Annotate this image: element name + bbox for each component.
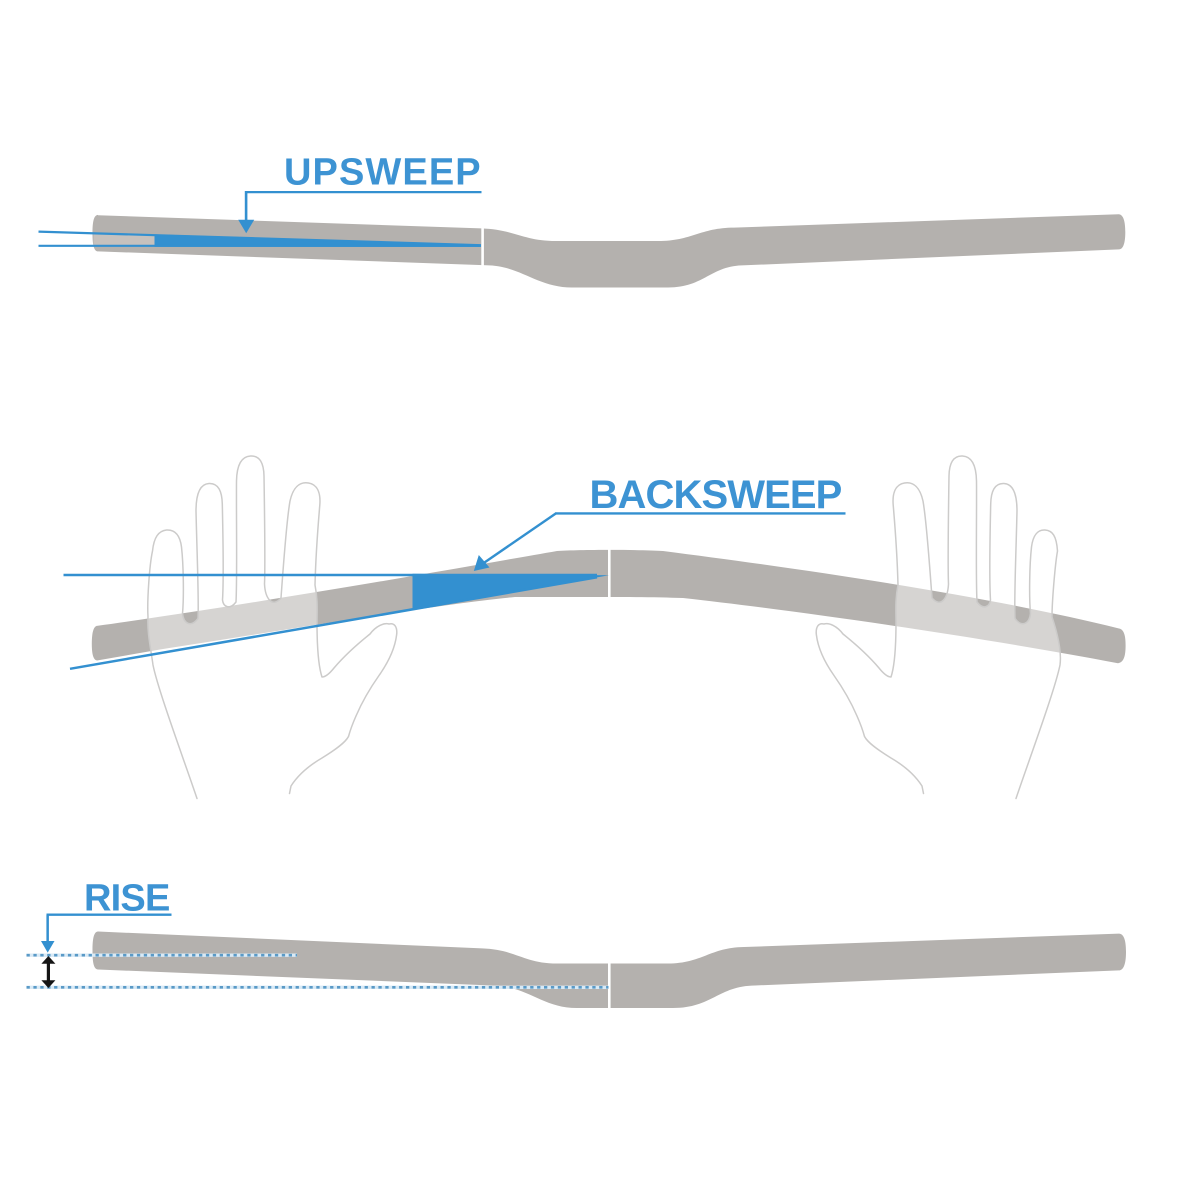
svg-text:UPSWEEP: UPSWEEP (284, 152, 482, 194)
svg-text:RISE: RISE (84, 878, 170, 920)
svg-text:BACKSWEEP: BACKSWEEP (590, 473, 842, 517)
